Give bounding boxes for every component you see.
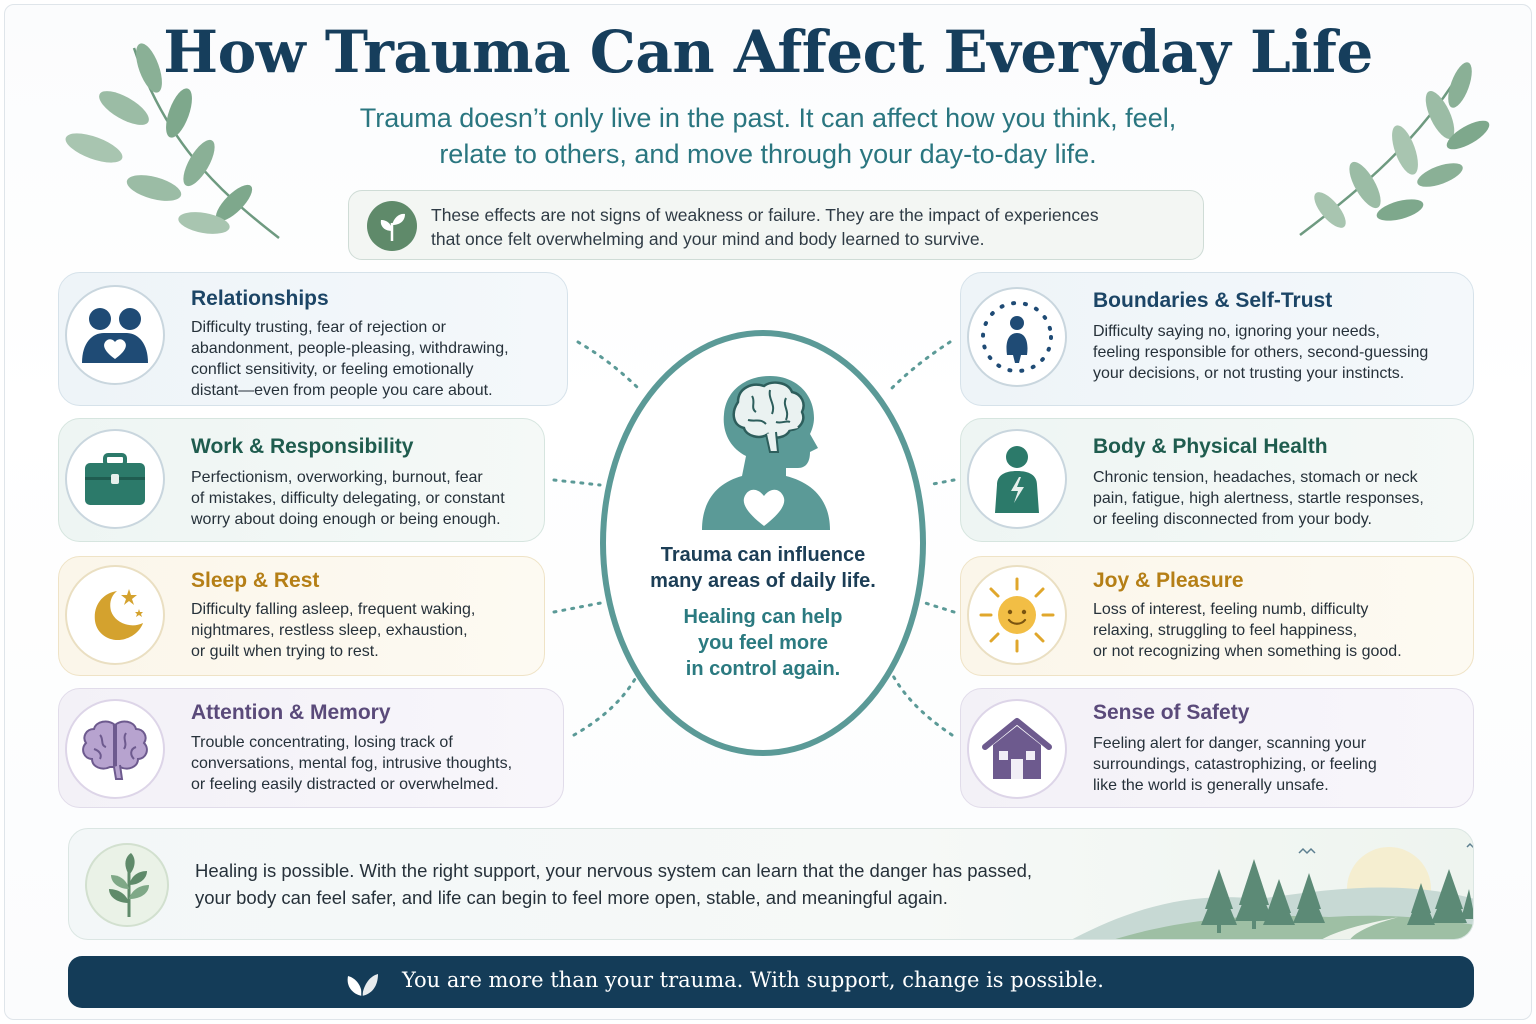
card-relationships: Relationships Difficulty trusting, fear … [58,272,568,406]
card-line: worry about doing enough or being enough… [191,511,501,528]
card-attention-memory: Attention & Memory Trouble concentrating… [58,688,564,808]
page-subtitle: Trauma doesn’t only live in the past. It… [268,100,1268,172]
card-description: Trouble concentrating, losing track of c… [191,732,512,795]
card-line: your decisions, or not trusting your ins… [1093,365,1405,382]
card-boundaries-self-trust: Boundaries & Self-Trust Difficulty sayin… [960,272,1474,406]
card-line: surroundings, catastrophizing, or feelin… [1093,756,1377,773]
card-line: Feeling alert for danger, scanning your [1093,735,1367,752]
center-line: Trauma can influence [660,544,866,566]
card-work-responsibility: Work & Responsibility Perfectionism, ove… [58,418,545,542]
head-with-brain-and-heart-icon [702,376,830,530]
card-title: Body & Physical Health [1093,435,1328,458]
healing-line: Healing is possible. With the right supp… [195,860,1033,881]
card-line: Difficulty saying no, ignoring your need… [1093,323,1380,340]
center-healing-statement: Healing can help you feel more in contro… [620,604,906,682]
card-title: Sense of Safety [1093,701,1250,724]
healing-text: Healing is possible. With the right supp… [195,857,1095,911]
center-line: many areas of daily life. [650,570,876,592]
house-icon [967,699,1067,799]
sprout-icon [367,201,417,251]
card-line: or feeling easily distracted or overwhel… [191,776,499,793]
card-description: Difficulty trusting, fear of rejection o… [191,317,509,401]
card-line: relaxing, struggling to feel happiness, [1093,622,1358,639]
card-line: Chronic tension, headaches, stomach or n… [1093,469,1418,486]
subtitle-line: relate to others, and move through your … [439,139,1097,169]
card-description: Chronic tension, headaches, stomach or n… [1093,467,1424,530]
card-line: Loss of interest, feeling numb, difficul… [1093,601,1369,618]
page-title: How Trauma Can Affect Everyday Life [163,18,1373,86]
center-line: you feel more [697,632,829,654]
card-sense-of-safety: Sense of Safety Feeling alert for danger… [960,688,1474,808]
card-description: Feeling alert for danger, scanning your … [1093,733,1377,796]
card-line: conflict sensitivity, or feeling emotion… [191,361,474,378]
closing-banner: You are more than your trauma. With supp… [68,956,1474,1008]
card-title: Sleep & Rest [191,569,320,592]
closing-message: You are more than your trauma. With supp… [402,968,1104,992]
leaf-branch-right-icon [1299,62,1490,236]
card-title: Relationships [191,287,329,310]
leaves-icon [347,974,378,996]
card-title: Attention & Memory [191,701,391,724]
card-line: abandonment, people-pleasing, withdrawin… [191,340,509,357]
leaf-branch-left-icon [65,43,280,239]
card-joy-pleasure: Joy & Pleasure Loss of interest, feeling… [960,556,1474,676]
person-boundary-icon [967,287,1067,387]
seedling-icon [85,843,169,927]
center-line: in control again. [685,658,841,680]
brain-icon [65,699,165,799]
center-line: Healing can help [683,606,843,628]
card-line: pain, fatigue, high alertness, startle r… [1093,490,1424,507]
notice-line: These effects are not signs of weakness … [431,205,1099,225]
card-title: Joy & Pleasure [1093,569,1244,592]
card-line: Perfectionism, overworking, burnout, fea… [191,469,483,486]
card-title: Work & Responsibility [191,435,414,458]
subtitle-line: Trauma doesn’t only live in the past. It… [359,103,1177,133]
card-description: Perfectionism, overworking, burnout, fea… [191,467,505,530]
card-description: Difficulty falling asleep, frequent waki… [191,599,475,662]
notice-line: that once felt overwhelming and your min… [431,229,985,249]
moon-stars-icon [65,565,165,665]
card-line: of mistakes, difficulty delegating, or c… [191,490,505,507]
card-line: or feeling disconnected from your body. [1093,511,1372,528]
dotted-connectors [552,340,956,737]
card-body-physical-health: Body & Physical Health Chronic tension, … [960,418,1474,542]
card-line: conversations, mental fog, intrusive tho… [191,755,513,772]
card-line: nightmares, restless sleep, exhaustion, [191,622,468,639]
card-line: feeling responsible for others, second-g… [1093,344,1429,361]
notice-text: These effects are not signs of weakness … [431,203,1191,251]
card-line: or guilt when trying to rest. [191,643,379,660]
card-description: Loss of interest, feeling numb, difficul… [1093,599,1402,662]
card-line: Difficulty falling asleep, frequent waki… [191,601,476,618]
body-tension-icon [967,429,1067,529]
card-description: Difficulty saying no, ignoring your need… [1093,321,1428,384]
card-line: Trouble concentrating, losing track of [191,734,453,751]
healing-panel: Healing is possible. With the right supp… [68,828,1474,940]
card-line: distant—even from people you care about. [191,382,493,399]
card-line: or not recognizing when something is goo… [1093,643,1402,660]
healing-line: your body can feel safer, and life can b… [195,887,948,908]
center-statement: Trauma can influence many areas of daily… [620,542,906,594]
briefcase-icon [65,429,165,529]
card-line: like the world is generally unsafe. [1093,777,1329,794]
reassurance-notice: These effects are not signs of weakness … [348,190,1204,260]
card-sleep-rest: Sleep & Rest Difficulty falling asleep, … [58,556,545,676]
people-heart-icon [65,285,165,385]
smiling-sun-icon [967,565,1067,665]
landscape-illustration [1072,842,1473,939]
card-line: Difficulty trusting, fear of rejection o… [191,319,446,336]
card-title: Boundaries & Self-Trust [1093,289,1333,312]
